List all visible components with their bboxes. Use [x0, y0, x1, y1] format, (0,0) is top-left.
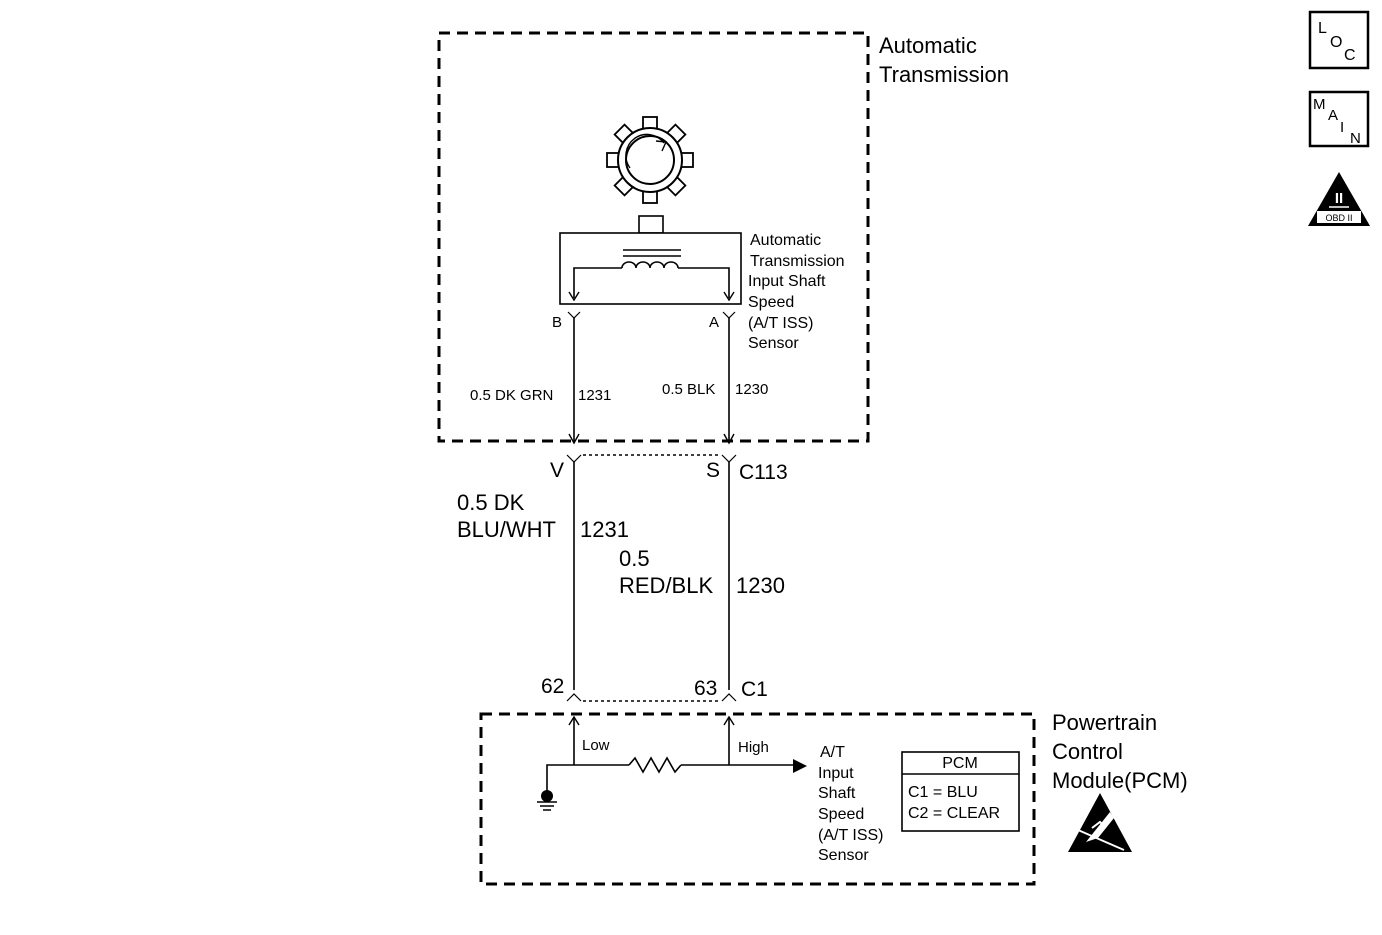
- svg-text:O: O: [1330, 34, 1342, 51]
- pin-b-label: B: [552, 314, 562, 331]
- c113-connector-name: C113: [739, 461, 788, 484]
- sensor-tip: [638, 215, 664, 234]
- sensor-label: Automatic: [750, 232, 821, 249]
- wire-color-label: RED/BLK: [619, 573, 713, 598]
- pcm-sensor-label: A/T: [820, 744, 845, 761]
- pin-a-label: A: [709, 314, 719, 331]
- resistor-icon: [628, 756, 682, 774]
- c113-pin-s: [721, 454, 737, 463]
- sensor-label: Input Shaft: [748, 273, 826, 290]
- c113-pin-v-label: V: [550, 459, 564, 482]
- speed-sensor: [559, 232, 742, 305]
- circuit-number: 1230: [736, 573, 785, 598]
- main-menu-icon[interactable]: M A I N: [1308, 90, 1370, 148]
- high-label: High: [738, 739, 769, 756]
- wire-color-label: 0.5 DK GRN: [470, 387, 553, 404]
- svg-text:C: C: [1344, 47, 1356, 64]
- transmission-title: Automatic: [879, 33, 977, 58]
- pcm-table-header: PCM: [942, 755, 978, 772]
- pcm-sensor-label: (A/T ISS): [818, 827, 884, 844]
- svg-text:L: L: [1318, 20, 1327, 37]
- esd-warning-icon: [1068, 793, 1132, 852]
- ground-wire: [546, 764, 629, 792]
- pin-b-connector: [567, 311, 581, 319]
- svg-text:OBD II: OBD II: [1325, 213, 1352, 223]
- circuit-number: 1231: [580, 517, 629, 542]
- svg-text:I: I: [1340, 119, 1344, 136]
- low-label: Low: [582, 737, 610, 754]
- c1-pin-62-label: 62: [541, 675, 564, 698]
- c1-connector-name: C1: [741, 678, 768, 701]
- pcm-sensor-label: Speed: [818, 806, 864, 823]
- wire-color-label: 0.5 BLK: [662, 381, 715, 398]
- coil-icon: [621, 261, 679, 269]
- svg-text:A: A: [1328, 107, 1338, 124]
- sensor-label: Speed: [748, 294, 794, 311]
- ground-icon: [537, 790, 557, 811]
- signal-arrow-icon: [793, 759, 807, 773]
- pcm-table-row: C2 = CLEAR: [908, 805, 1000, 822]
- svg-text:N: N: [1350, 130, 1361, 147]
- c1-pin-62: [566, 693, 582, 702]
- pcm-connector-table: [901, 751, 1020, 832]
- wire-color-label: BLU/WHT: [457, 517, 556, 542]
- location-icon[interactable]: L O C: [1308, 10, 1370, 70]
- pcm-boundary: [479, 712, 1036, 886]
- wire-color-label: 0.5: [619, 546, 650, 571]
- sensor-label: Transmission: [750, 253, 845, 270]
- transmission-title-2: Transmission: [879, 62, 1009, 87]
- pcm-sensor-label: Sensor: [818, 847, 869, 864]
- circuit-number: 1231: [578, 387, 611, 404]
- pcm-table-row: C1 = BLU: [908, 784, 978, 801]
- pcm-sensor-label: Shaft: [818, 785, 856, 802]
- sensor-label: Sensor: [748, 335, 799, 352]
- svg-text:II: II: [1335, 190, 1343, 207]
- wire-color-label: 0.5 DK: [457, 490, 525, 515]
- c1-pin-63-label: 63: [694, 677, 717, 700]
- svg-text:M: M: [1313, 96, 1326, 113]
- obd-ii-icon[interactable]: II OBD II: [1308, 172, 1370, 226]
- pcm-sensor-label: Input: [818, 765, 854, 782]
- transmission-boundary: [437, 31, 870, 443]
- sensor-label: (A/T ISS): [748, 315, 814, 332]
- circuit-number: 1230: [735, 381, 768, 398]
- c113-pin-s-label: S: [706, 459, 720, 482]
- pcm-title: Powertrain: [1052, 710, 1157, 735]
- reluctor-wheel-icon: [606, 116, 694, 204]
- c1-pin-63: [721, 693, 737, 702]
- c113-pin-v: [566, 454, 582, 463]
- pcm-title: Control: [1052, 739, 1123, 764]
- pin-a-connector: [722, 311, 736, 319]
- pcm-title: Module(PCM): [1052, 768, 1188, 793]
